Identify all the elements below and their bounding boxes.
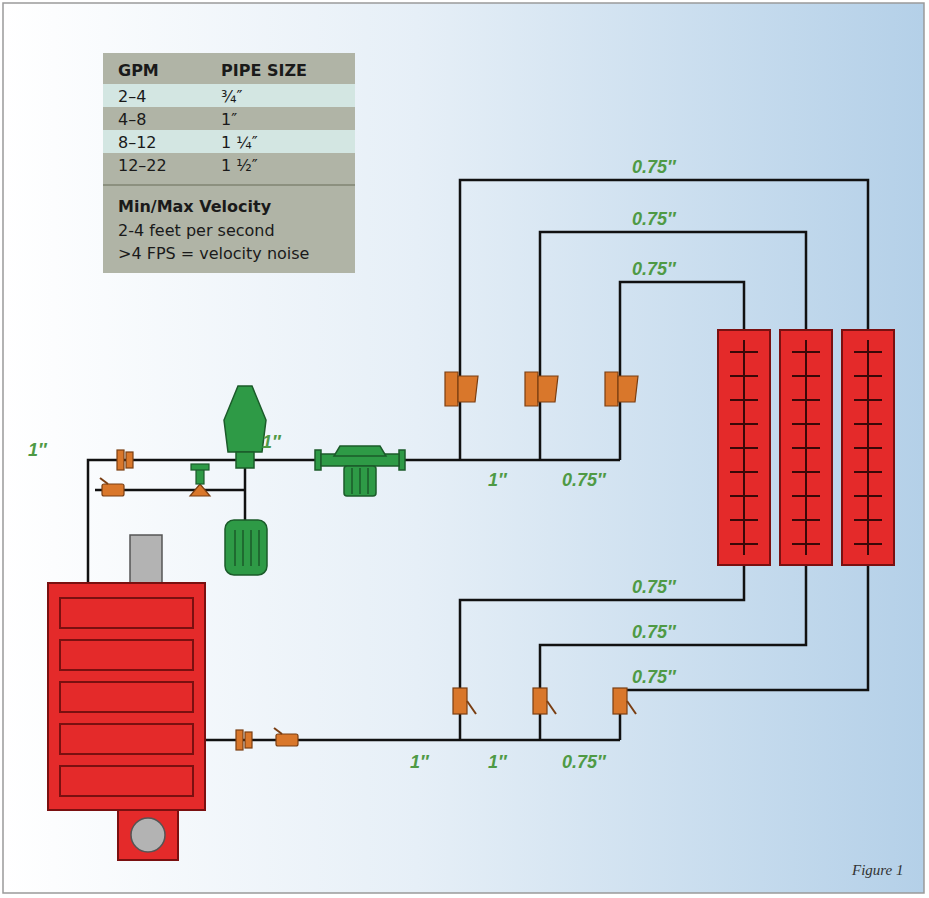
table-cell: >4 FPS = velocity noise <box>118 244 309 263</box>
pipe-size-label: 1″ <box>262 432 281 453</box>
pipe-size-table: GPM PIPE SIZE 2–4 ¾″ 4–8 1″ 8–12 1 ¼″ 12–22 1 ½″ M… <box>103 53 355 273</box>
pipe-size-label: 0.75″ <box>632 667 676 688</box>
table-cell: PIPE SIZE <box>221 61 307 80</box>
air-separator <box>224 386 266 468</box>
table-cell: 1 ½″ <box>221 156 258 175</box>
table-cell: 8–12 <box>118 133 157 152</box>
table-rule <box>103 184 355 186</box>
table-cell: 1″ <box>221 110 237 129</box>
pump <box>315 446 405 496</box>
table-cell: Min/Max Velocity <box>118 197 271 216</box>
pipe-size-label: 1″ <box>28 440 47 461</box>
zone-valve <box>445 372 638 406</box>
pipe-size-label: 0.75″ <box>632 259 676 280</box>
background <box>3 3 924 893</box>
pipe-size-label: 1″ <box>488 752 507 773</box>
union <box>117 450 252 750</box>
figure-caption: Figure 1 <box>852 862 904 879</box>
fill-valve <box>190 464 210 496</box>
table-cell: ¾″ <box>221 87 242 106</box>
table-cell: 12–22 <box>118 156 167 175</box>
boiler <box>48 535 205 860</box>
table-cell: 4–8 <box>118 110 146 129</box>
pipe-size-label: 0.75″ <box>562 752 606 773</box>
table-cell: 2–4 <box>118 87 146 106</box>
table-cell: GPM <box>118 61 159 80</box>
balancing-valve <box>453 688 636 714</box>
pipe-size-label: 1″ <box>410 752 429 773</box>
pipe-size-label: 0.75″ <box>632 209 676 230</box>
pipe-size-label: 0.75″ <box>632 577 676 598</box>
table-cell: 1 ¼″ <box>221 133 258 152</box>
table-cell: 2-4 feet per second <box>118 221 275 240</box>
pipe-size-label: 0.75″ <box>632 622 676 643</box>
pipe-size-label: 0.75″ <box>562 470 606 491</box>
ball-valve <box>100 478 298 746</box>
expansion-tank <box>225 520 267 575</box>
pipe-size-label: 0.75″ <box>632 157 676 178</box>
pipe-size-label: 1″ <box>488 470 507 491</box>
radiator <box>718 330 894 565</box>
